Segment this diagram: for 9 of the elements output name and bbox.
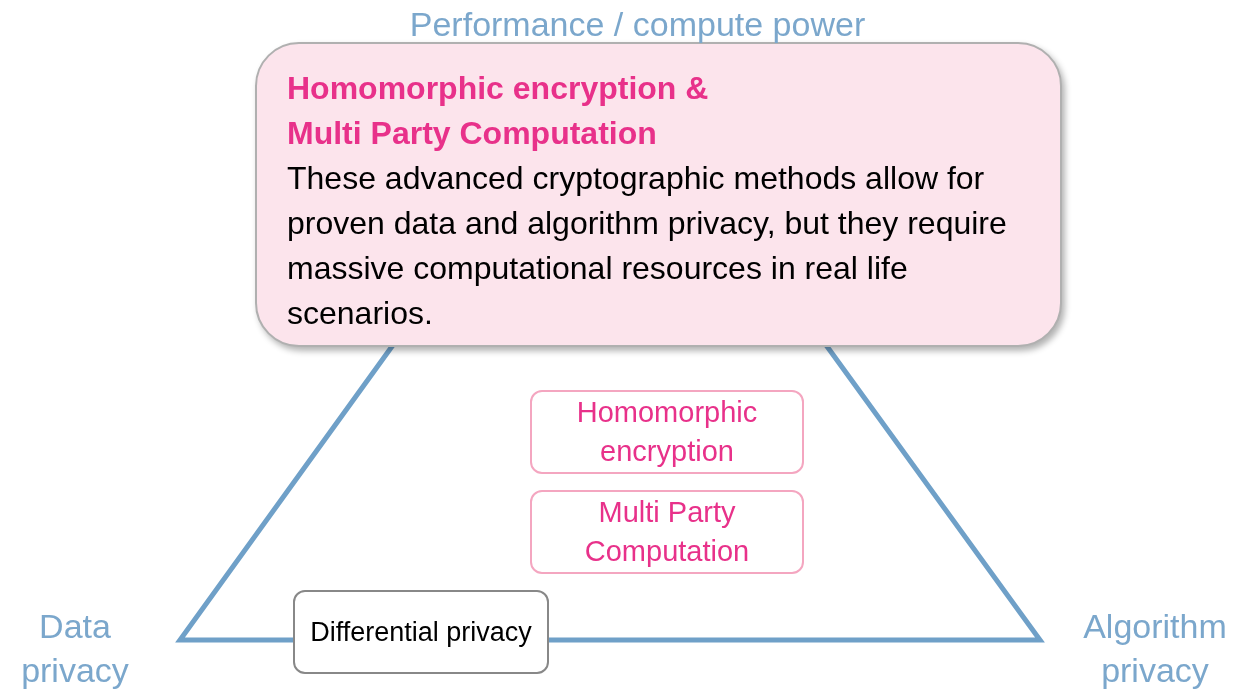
summary-card [255, 42, 1062, 347]
card-text: These advanced cryptographic methods allow for proven data and algorithm privacy, but they require massive computational resources in real life scenarios. [287, 159, 1008, 333]
card-heading: Homomorphic encryption & Multi Party Computation [287, 69, 710, 153]
axis-label: Performance / compute power [408, 4, 867, 45]
method-box: Differential privacy [293, 590, 549, 674]
corner-label: Data privacy [20, 606, 130, 691]
method-box: Multi Party Computation [530, 490, 804, 574]
corner-label: Algorithm privacy [1082, 606, 1228, 691]
method-box: Homomorphic encryption [530, 390, 804, 474]
